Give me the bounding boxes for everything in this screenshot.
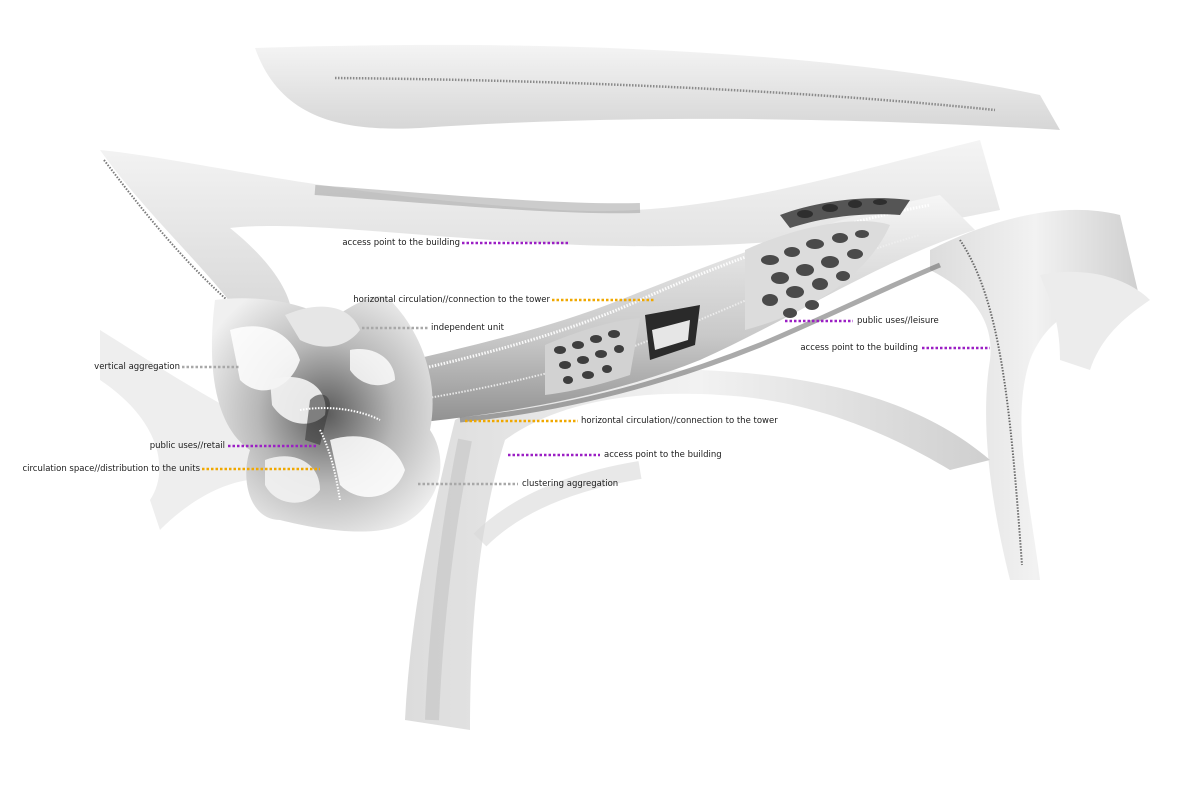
central-support-leg — [405, 369, 990, 730]
label-horizontal-circulation-top: horizontal circulation//connection to th… — [353, 295, 550, 305]
label-public-uses-leisure: public uses//leisure — [857, 316, 939, 326]
label-circulation-space: circulation space//distribution to the u… — [22, 464, 200, 474]
label-access-point-bottom: access point to the building — [604, 450, 722, 460]
label-independent-unit: independent unit — [431, 323, 504, 333]
label-public-uses-retail: public uses//retail — [149, 441, 225, 451]
perforated-retail-panel — [545, 305, 700, 395]
right-structural-frame — [930, 209, 1150, 580]
label-access-point-right: access point to the building — [800, 343, 918, 353]
label-horizontal-circulation-mid: horizontal circulation//connection to th… — [581, 416, 778, 426]
leader-lines — [182, 241, 990, 486]
top-structural-band — [255, 44, 1060, 131]
label-clustering-aggregation: clustering aggregation — [522, 479, 619, 489]
left-support-leg — [100, 330, 300, 530]
label-vertical-aggregation: vertical aggregation — [94, 362, 180, 372]
unit-cluster — [211, 296, 441, 532]
perforated-leisure-panel — [745, 198, 910, 330]
label-access-point-top: access point to the building — [342, 238, 460, 248]
